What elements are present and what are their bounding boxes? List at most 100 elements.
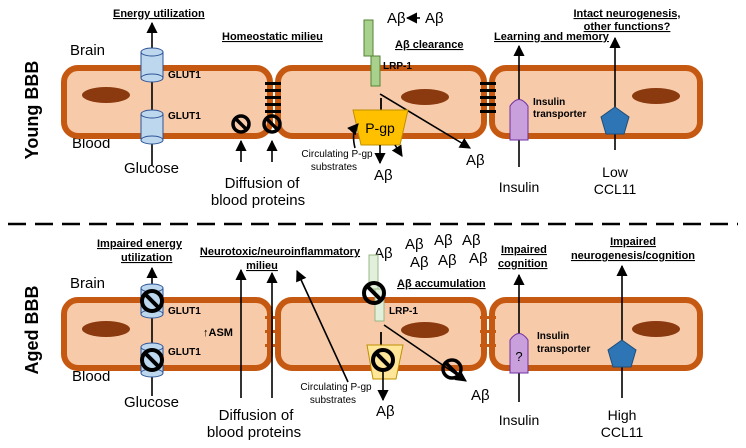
aged-abeta-cluster-1: Aβ bbox=[374, 245, 393, 262]
young-insulin-transporter-label-2: transporter bbox=[533, 109, 586, 120]
aged-brain-label: Brain bbox=[70, 275, 105, 292]
aged-circ-arrow bbox=[296, 269, 349, 383]
young-abeta-lower-right: Aβ bbox=[466, 152, 485, 169]
aged-insulin-question-icon: ? bbox=[515, 349, 522, 364]
young-diffusion-label-2: blood proteins bbox=[211, 192, 305, 209]
young-energy-title: Energy utilization bbox=[113, 8, 205, 20]
young-abeta-below-pgp: Aβ bbox=[374, 167, 393, 184]
young-brain-label: Brain bbox=[70, 42, 105, 59]
aged-abeta-cluster-2: Aβ bbox=[405, 236, 424, 253]
aged-abeta-cluster-5: Aβ bbox=[410, 254, 429, 271]
young-glut1-bottom bbox=[140, 109, 164, 145]
young-pgp-arrow-right bbox=[391, 144, 403, 157]
young-clearance-title: Aβ clearance bbox=[395, 39, 463, 51]
aged-energy-title-1: Impaired energy bbox=[97, 238, 183, 250]
young-diffusion-label-1: Diffusion of bbox=[225, 175, 301, 192]
young-lrp1-label: LRP-1 bbox=[383, 61, 412, 72]
young-ccl11-receptor bbox=[600, 106, 630, 135]
aged-cell-3 bbox=[489, 297, 703, 371]
aged-insulin-transporter bbox=[509, 333, 529, 374]
aged-nucleus-1 bbox=[82, 321, 130, 337]
aged-ccl-label-1: High bbox=[608, 407, 637, 423]
aged-abeta-cluster-3: Aβ bbox=[434, 232, 453, 249]
aged-insulin-transporter-label-2: transporter bbox=[537, 344, 590, 355]
young-cell-3 bbox=[489, 65, 703, 139]
young-glut1-bottom-label: GLUT1 bbox=[168, 111, 201, 122]
young-tight-junction-1 bbox=[265, 82, 281, 113]
aged-panel: Aged BBB Brain Blood Impaired energy uti… bbox=[22, 232, 703, 441]
young-lrp1-arrow bbox=[379, 93, 471, 149]
young-learning-title: Learning and memory bbox=[494, 31, 610, 43]
aged-cognition-title-2: cognition bbox=[498, 258, 548, 270]
aged-cognition-title-1: Impaired bbox=[501, 244, 547, 256]
aged-lrp1-block-icon bbox=[362, 281, 386, 305]
young-insulin-label: Insulin bbox=[499, 179, 539, 195]
young-pgp-label: P-gp bbox=[365, 120, 395, 136]
aged-pgp-block-icon bbox=[371, 348, 395, 372]
aged-glut1-top-block-icon bbox=[140, 289, 164, 313]
young-lrp1-lower bbox=[370, 55, 381, 87]
aged-lrp1-label: LRP-1 bbox=[389, 306, 418, 317]
young-cell-1 bbox=[61, 65, 273, 139]
aged-abeta-lower-right: Aβ bbox=[471, 387, 490, 404]
aged-energy-title-2: utilization bbox=[121, 252, 173, 264]
aged-ccl11-receptor bbox=[607, 339, 637, 368]
aged-neurotoxic-title-2: milieu bbox=[246, 260, 278, 272]
aged-insulin-transporter-label-1: Insulin bbox=[537, 331, 569, 342]
young-nucleus-2 bbox=[401, 89, 449, 105]
young-abeta-top-right: Aβ bbox=[425, 10, 444, 27]
aged-side-label: Aged BBB bbox=[22, 286, 42, 375]
young-lrp1-upper bbox=[363, 19, 374, 57]
aged-blood-label: Blood bbox=[72, 368, 110, 385]
young-ccl-label-1: Low bbox=[602, 164, 629, 180]
young-glut1-top-label: GLUT1 bbox=[168, 70, 201, 81]
aged-neurogenesis-title-2: neurogenesis/cognition bbox=[571, 250, 695, 262]
aged-neurotoxic-title-1: Neurotoxic/neuroinflammatory bbox=[200, 246, 361, 258]
young-block-icon-1 bbox=[231, 114, 251, 134]
aged-diffusion-label-2: blood proteins bbox=[207, 424, 301, 441]
aged-neurogenesis-title-1: Impaired bbox=[610, 236, 656, 248]
aged-accumulation-title: Aβ accumulation bbox=[397, 278, 486, 290]
young-circ-label-2: substrates bbox=[311, 162, 357, 173]
young-homeostatic-title: Homeostatic milieu bbox=[222, 31, 323, 43]
aged-glucose-label: Glucose bbox=[124, 394, 179, 411]
aged-asm-label: ↑ASM bbox=[203, 327, 233, 339]
young-nucleus-1 bbox=[82, 87, 130, 103]
young-abeta-top-left: Aβ bbox=[387, 10, 406, 27]
young-nucleus-3 bbox=[632, 88, 680, 104]
young-blood-label: Blood bbox=[72, 135, 110, 152]
aged-circ-label-1: Circulating P-gp bbox=[300, 382, 372, 393]
young-panel: Young BBB Brain Blood Energy utilization bbox=[22, 8, 703, 209]
young-neurogenesis-title-2: other functions? bbox=[584, 21, 671, 33]
aged-circ-label-2: substrates bbox=[310, 395, 356, 406]
aged-glut1-top-label: GLUT1 bbox=[168, 306, 201, 317]
young-glucose-label: Glucose bbox=[124, 160, 179, 177]
young-glut1-top bbox=[140, 47, 164, 83]
aged-nucleus-3 bbox=[632, 321, 680, 337]
young-circ-arrow bbox=[347, 123, 359, 149]
aged-cell-1 bbox=[61, 297, 273, 371]
aged-nucleus-2 bbox=[401, 322, 449, 338]
young-block-icon-2 bbox=[262, 114, 282, 134]
aged-abeta-cluster-6: Aβ bbox=[438, 252, 457, 269]
aged-lrp1-lower bbox=[374, 288, 385, 322]
aged-glut1-bottom-block-icon bbox=[140, 348, 164, 372]
young-insulin-transporter bbox=[509, 99, 529, 141]
aged-tight-junction-1 bbox=[265, 316, 281, 347]
aged-lrp1-arrow-block-icon bbox=[441, 358, 463, 380]
aged-diffusion-label-1: Diffusion of bbox=[219, 407, 295, 424]
aged-abeta-cluster-7: Aβ bbox=[469, 250, 488, 267]
aged-insulin-label: Insulin bbox=[499, 412, 539, 428]
aged-abeta-below-pgp: Aβ bbox=[376, 403, 395, 420]
aged-glut1-bottom-label: GLUT1 bbox=[168, 347, 201, 358]
young-tight-junction-2 bbox=[480, 82, 496, 113]
aged-lrp1-upper bbox=[368, 254, 379, 290]
young-insulin-transporter-label-1: Insulin bbox=[533, 97, 565, 108]
young-neurogenesis-title-1: Intact neurogenesis, bbox=[574, 8, 681, 20]
aged-abeta-cluster-4: Aβ bbox=[462, 232, 481, 249]
aged-ccl-label-2: CCL11 bbox=[601, 424, 644, 440]
aged-tight-junction-2 bbox=[480, 316, 496, 347]
young-ccl-label-2: CCL11 bbox=[594, 181, 637, 197]
young-circ-label-1: Circulating P-gp bbox=[301, 149, 373, 160]
